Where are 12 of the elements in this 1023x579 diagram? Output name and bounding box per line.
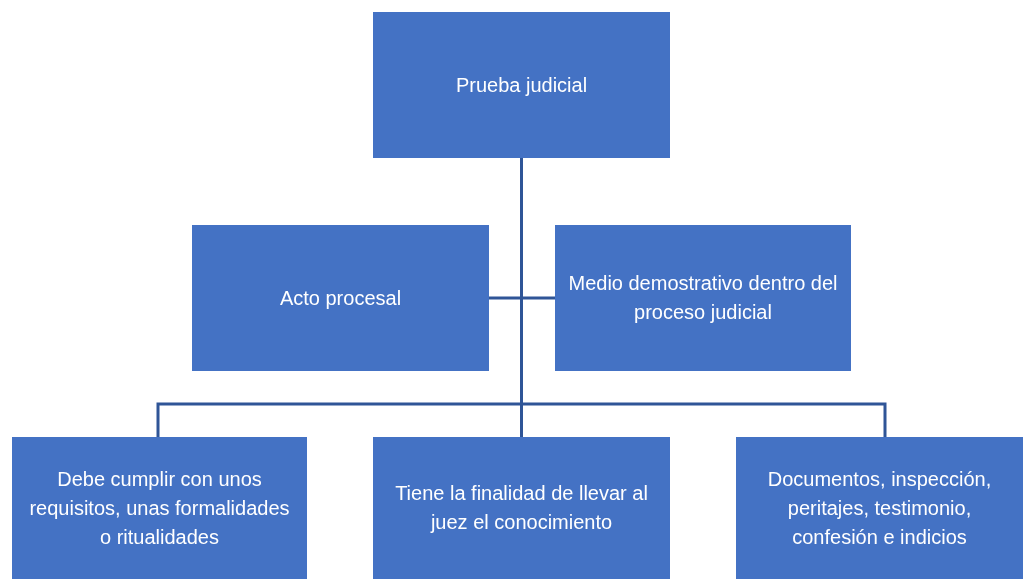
box-text: Debe cumplir con unos requisitos, unas formalidades o ritualidades [28,466,291,550]
box-text: Tiene la finalidad de llevar al juez el conocimiento [394,481,649,535]
concept-box [12,437,307,579]
concept-box [373,12,670,158]
box-text: Prueba judicial [455,72,588,98]
box-text: Medio demostrativo dentro del proceso judicial [567,271,839,325]
concept-box [736,437,1023,579]
concept-box [192,225,489,371]
box-text: Documentos, inspección, peritajes, testimonio, confesión e indicios [766,466,993,550]
concept-box [373,437,670,579]
box-text: Acto procesal [279,285,402,311]
concept-box [555,225,851,371]
